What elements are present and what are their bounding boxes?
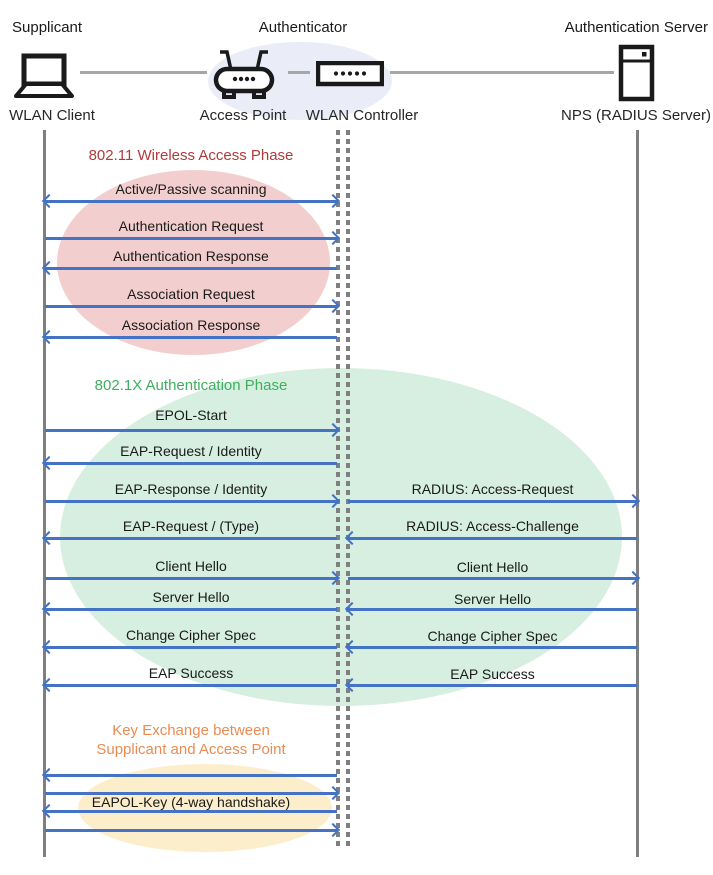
- lifeline-wlan-controller-dash-1: [336, 130, 340, 850]
- arrow-server-hello-left: [41, 602, 337, 617]
- arrow-key-handshake-3: [41, 804, 337, 819]
- message-label-epol-start: EPOL-Start: [155, 407, 227, 423]
- message-label-client-hello-left: Client Hello: [155, 558, 227, 574]
- message-label-eap-success-left: EAP Success: [148, 665, 234, 681]
- lifeline-nps-server: [636, 130, 639, 857]
- role-authenticator: Authenticator: [258, 19, 348, 36]
- arrow-key-handshake-2: [45, 786, 341, 801]
- message-label-server-hello-left: Server Hello: [152, 589, 230, 605]
- message-label-authentication-response: Authentication Response: [113, 248, 269, 264]
- message-label-radius-access-challenge: RADIUS: Access-Challenge: [406, 518, 579, 534]
- role-supplicant: Supplicant: [12, 19, 83, 36]
- arrow-association-request: [45, 299, 341, 314]
- device-label-wlan-controller: WLAN Controller: [305, 107, 419, 124]
- arrow-authentication-response: [41, 261, 337, 276]
- lifeline-wlan-client: [43, 130, 46, 857]
- device-label-nps-radius-server: NPS (RADIUS Server): [560, 107, 712, 124]
- message-label-authentication-request: Authentication Request: [118, 218, 264, 234]
- connector-controller-server: [390, 71, 614, 74]
- phase3-ellipse: [78, 764, 332, 852]
- message-label-association-request: Association Request: [127, 286, 255, 302]
- message-label-eap-request-identity: EAP-Request / Identity: [120, 443, 262, 459]
- arrow-epol-start: [45, 423, 341, 438]
- arrow-eap-response-identity: [45, 494, 341, 509]
- message-label-active-passive-scanning: Active/Passive scanning: [115, 181, 267, 197]
- arrow-change-cipher-spec-left: [41, 640, 337, 655]
- arrow-server-hello-right: [344, 602, 637, 617]
- arrow-change-cipher-spec-right: [344, 640, 637, 655]
- arrow-active-passive-scanning: [41, 194, 341, 209]
- role-authentication-server: Authentication Server: [564, 19, 708, 36]
- device-label-wlan-client: WLAN Client: [9, 107, 95, 124]
- arrow-radius-access-challenge: [344, 531, 637, 546]
- arrow-key-handshake-1: [41, 768, 337, 783]
- message-label-eap-success-right: EAP Success: [450, 666, 535, 682]
- arrow-client-hello-left: [45, 571, 341, 586]
- message-label-eap-request-type: EAP-Request / (Type): [122, 518, 260, 534]
- arrow-eap-success-left: [41, 678, 337, 693]
- lifeline-wlan-controller-dash-2: [346, 130, 350, 850]
- message-label-client-hello-right: Client Hello: [456, 559, 529, 575]
- wlan-controller-icon: [316, 61, 384, 87]
- arrow-eap-success-right: [344, 678, 637, 693]
- arrow-eap-request-type: [41, 531, 337, 546]
- laptop-icon: [12, 52, 76, 100]
- message-label-change-cipher-spec-right: Change Cipher Spec: [427, 628, 558, 644]
- device-label-access-point: Access Point: [199, 107, 287, 124]
- phase2-title: 802.1X Authentication Phase: [94, 377, 288, 394]
- message-label-server-hello-right: Server Hello: [453, 591, 532, 607]
- arrow-key-handshake-4: [45, 823, 341, 838]
- access-point-icon: [212, 46, 276, 102]
- connector-ap-controller: [288, 71, 310, 74]
- arrow-eap-request-identity: [41, 456, 337, 471]
- message-label-eap-response-identity: EAP-Response / Identity: [114, 481, 268, 497]
- server-icon: [618, 44, 656, 102]
- arrow-association-response: [41, 330, 337, 345]
- phase1-title: 802.11 Wireless Access Phase: [88, 147, 294, 164]
- phase3-title: Key Exchange between Supplicant and Acce…: [96, 722, 286, 758]
- arrow-radius-access-request: [348, 494, 641, 509]
- connector-client-ap: [80, 71, 207, 74]
- message-label-association-response: Association Response: [121, 317, 261, 333]
- arrow-authentication-request: [45, 231, 341, 246]
- message-label-change-cipher-spec-left: Change Cipher Spec: [126, 627, 256, 643]
- arrow-client-hello-right: [348, 571, 641, 586]
- message-label-eapol-key: EAPOL-Key (4-way handshake): [91, 794, 291, 810]
- message-label-radius-access-request: RADIUS: Access-Request: [411, 481, 574, 497]
